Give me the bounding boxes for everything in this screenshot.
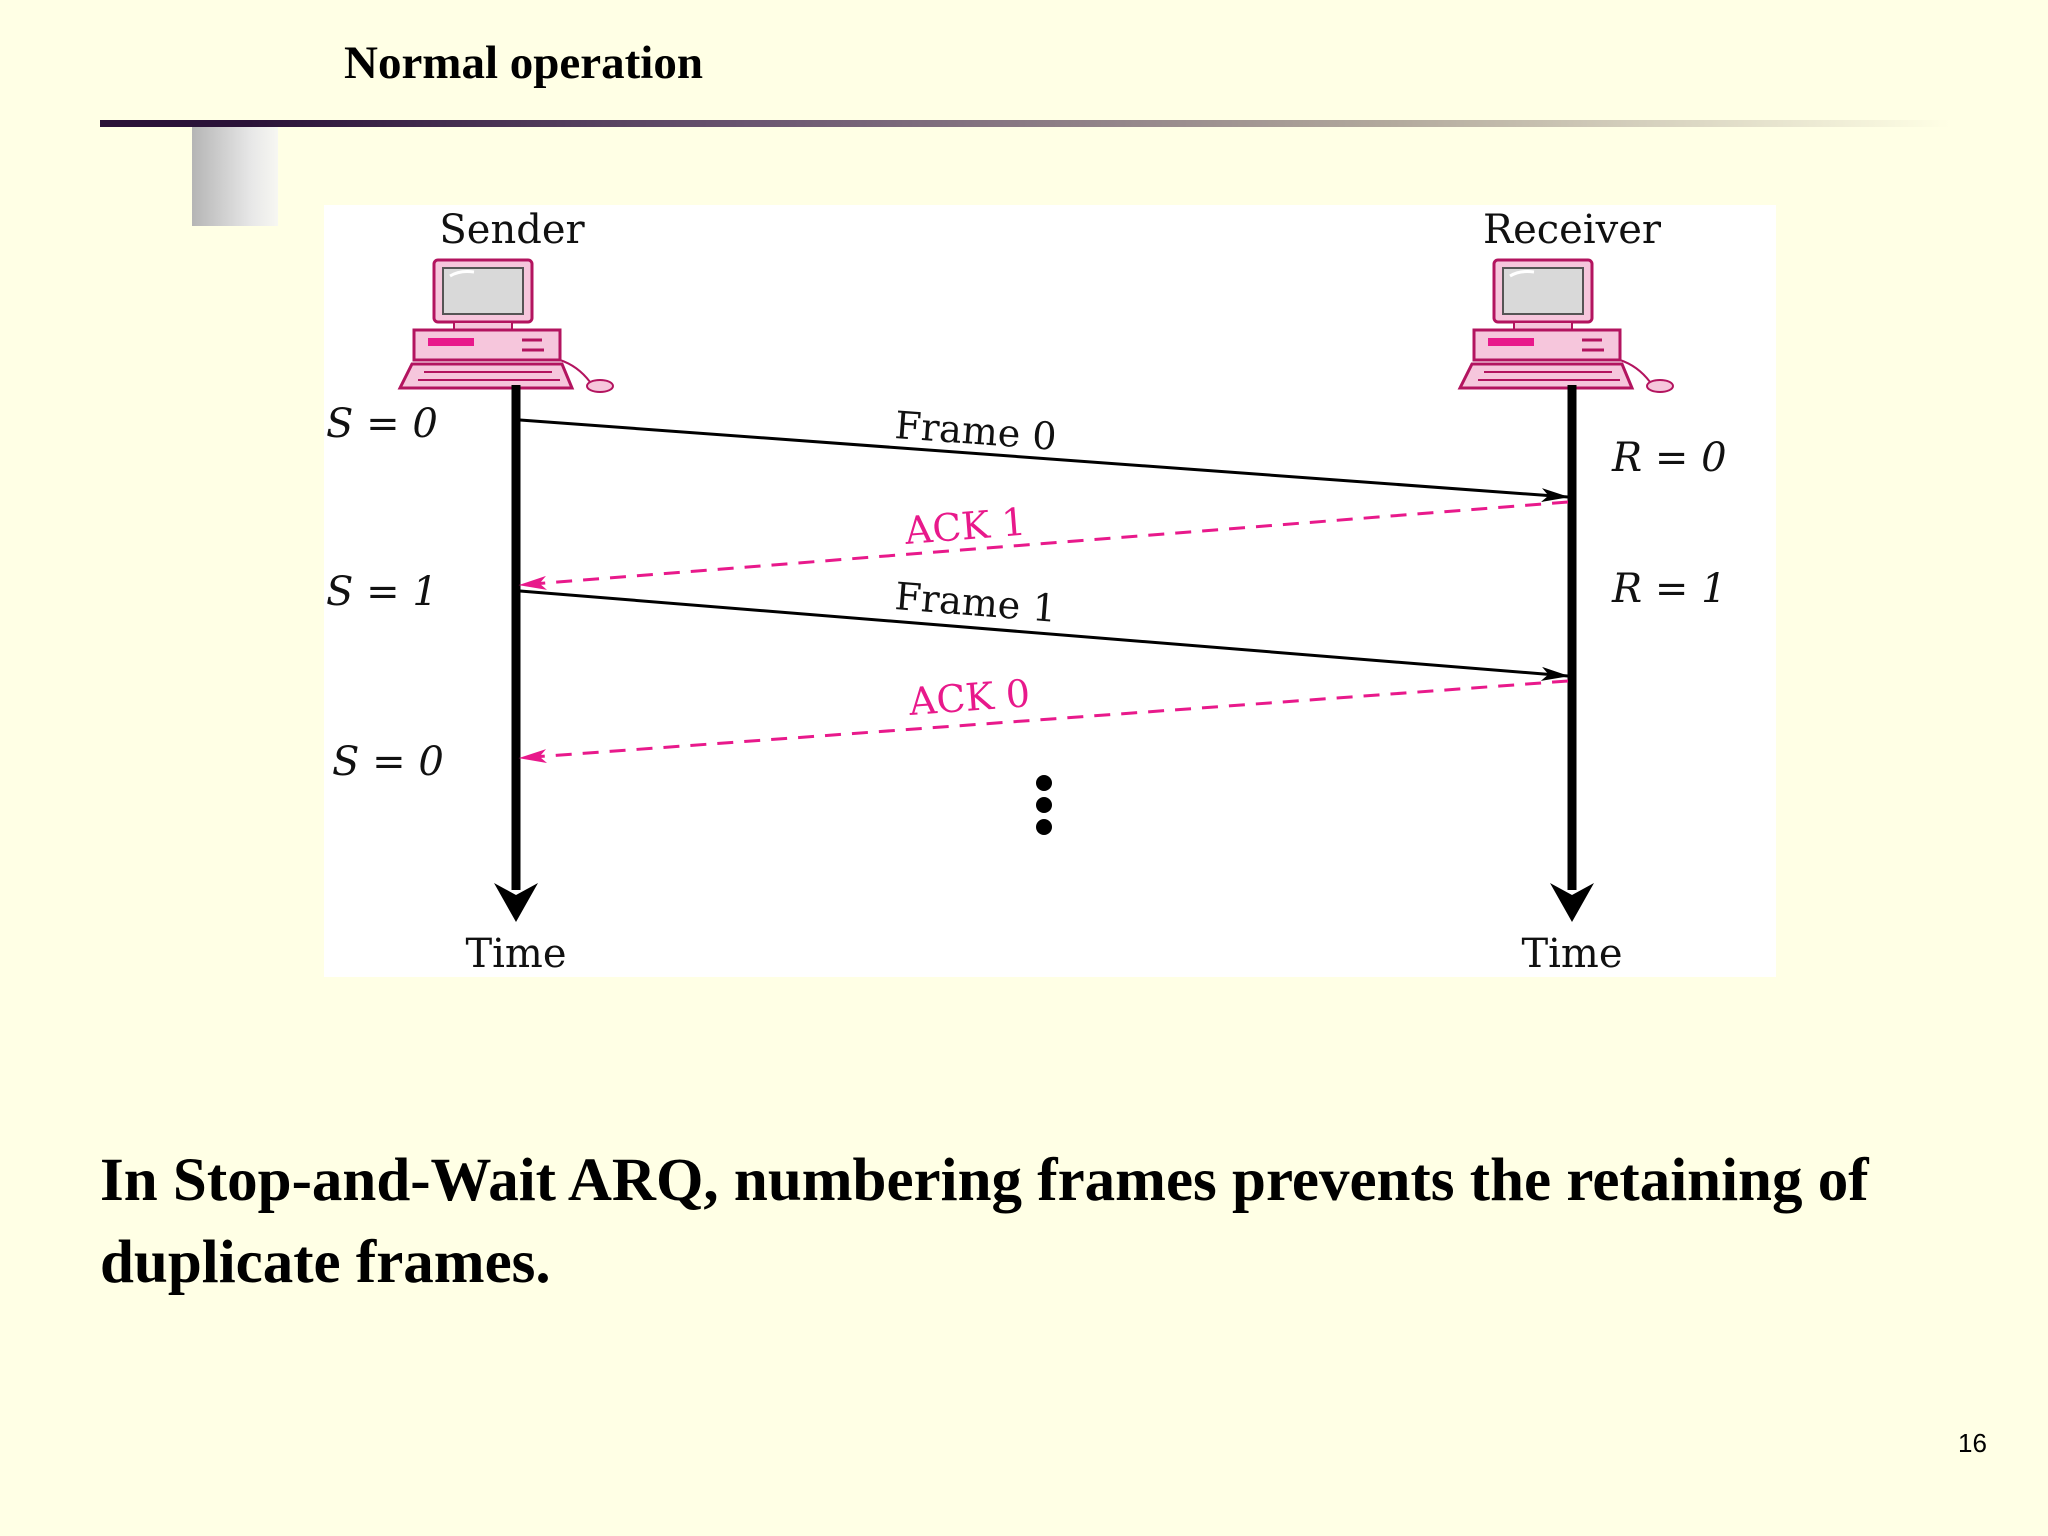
sender-time-label: Time bbox=[465, 931, 566, 977]
receiver-timeline-arrowhead bbox=[1550, 883, 1594, 922]
receiver-computer-icon bbox=[1457, 258, 1674, 393]
page-number: 16 bbox=[1958, 1428, 1987, 1458]
receiver-state-label: R = 1 bbox=[1611, 566, 1727, 612]
title-divider bbox=[100, 120, 1950, 127]
sender-state-label: S = 0 bbox=[326, 401, 438, 447]
decorative-corner-block bbox=[192, 127, 278, 226]
sender-label: Sender bbox=[439, 207, 585, 253]
receiver-label: Receiver bbox=[1483, 207, 1662, 253]
frame-arrow bbox=[519, 589, 1570, 681]
sender-state-label: S = 0 bbox=[332, 739, 444, 785]
slide-caption: In Stop-and-Wait ARQ, numbering frames p… bbox=[100, 1147, 1869, 1296]
frame-arrow bbox=[519, 418, 1570, 503]
receiver-state-label: R = 0 bbox=[1611, 435, 1727, 481]
sender-timeline-arrowhead bbox=[494, 883, 538, 922]
sender-computer-icon bbox=[397, 258, 614, 393]
stop-and-wait-diagram: Sender Receiver bbox=[324, 205, 1776, 977]
receiver-time-label: Time bbox=[1521, 931, 1622, 977]
slide-title: Normal operation bbox=[344, 37, 703, 89]
sender-state-label: S = 1 bbox=[326, 569, 438, 615]
ack-arrow bbox=[518, 679, 1569, 764]
ack-label: ACK 0 bbox=[906, 671, 1031, 724]
continuation-ellipsis-icon bbox=[1036, 775, 1052, 835]
ack-arrow bbox=[518, 500, 1569, 590]
ack-label: ACK 1 bbox=[902, 500, 1027, 553]
